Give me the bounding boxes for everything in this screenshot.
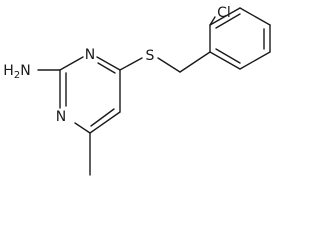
bond-b5-b6 [239, 51, 271, 70]
bond-b2-b3-inner [215, 13, 241, 29]
bond-b3-b4 [239, 7, 271, 26]
ring-n-bottom-label: N [56, 109, 66, 125]
bond-b6-b1-inner [215, 48, 241, 64]
bond-ch2-benzene [179, 51, 211, 73]
bond-sulfur-ch2 [157, 57, 181, 73]
bond-b2-b3 [209, 7, 241, 26]
ring-n-top-label: N [85, 47, 95, 63]
structure-diagram: H2N N N S Cl [3, 5, 271, 176]
bond-c5-c4 [89, 111, 121, 134]
bond-n1-c6 [96, 56, 121, 71]
pyrimidine-ring [59, 56, 121, 134]
bond-c5-c4-double [90, 108, 115, 127]
bond-b6-b1 [209, 51, 241, 70]
amine-label: H2N [3, 63, 30, 81]
sulfur-label: S [146, 48, 155, 64]
bond-c2-n1 [59, 56, 84, 71]
bond-c6-sulfur [119, 57, 143, 71]
bond-benzene-chlorine [209, 16, 216, 26]
benzene-ring [209, 7, 271, 70]
bond-c4-n3 [74, 122, 91, 134]
chlorine-label: Cl [217, 5, 231, 21]
bond-n1-c6-double [97, 62, 116, 74]
